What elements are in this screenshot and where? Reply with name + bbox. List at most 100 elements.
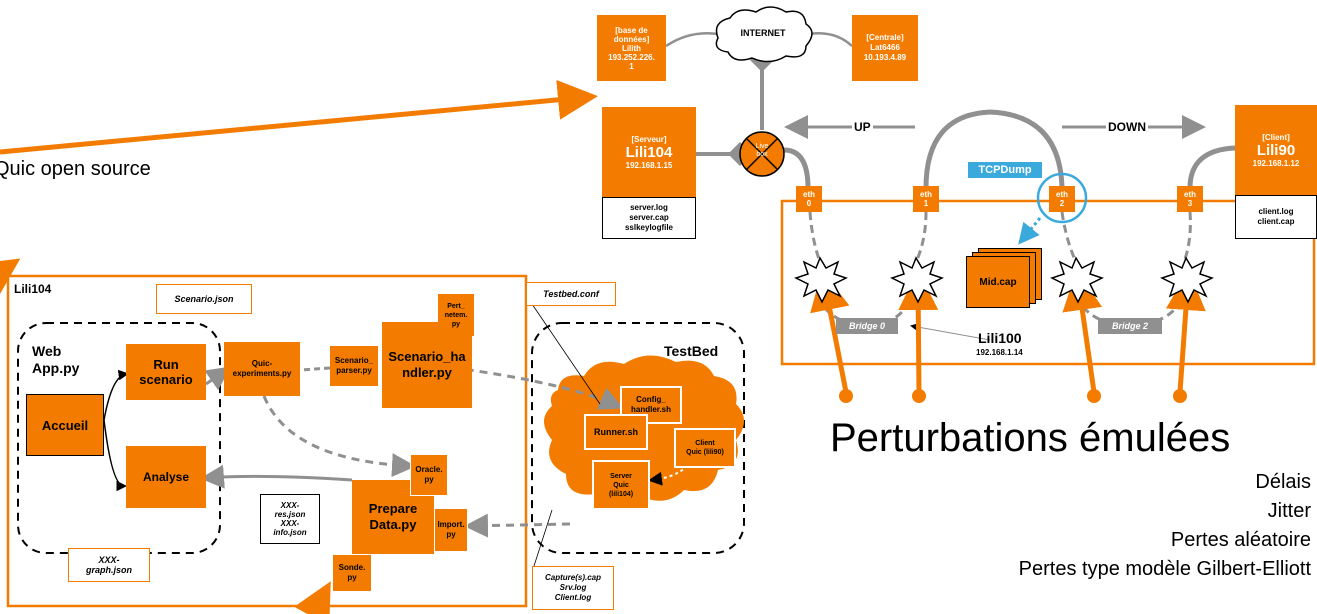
centrale-ip: 10.193.4.89 bbox=[863, 53, 907, 62]
server-files: server.log server.cap sslkeylogfile bbox=[602, 197, 696, 239]
run-line-2: scenario bbox=[139, 372, 193, 387]
client-ip: 192.168.1.12 bbox=[1252, 158, 1300, 168]
db-line-2: données] bbox=[613, 34, 650, 44]
xxxgraph-line-2: graph.json bbox=[85, 565, 132, 575]
perturbation-item: Pertes type modèle Gilbert-Elliott bbox=[1018, 558, 1311, 580]
eth0-num: 0 bbox=[806, 199, 812, 208]
handler-line-1: Scenario_ha bbox=[388, 349, 466, 364]
accueil-doc: Accueil bbox=[26, 394, 104, 456]
lili100-name: Lili100 bbox=[978, 330, 1022, 346]
webapp-label: Web App.py bbox=[32, 343, 79, 377]
livebox-label: Live box bbox=[748, 143, 776, 159]
xxxgraph-line-1: XXX- bbox=[98, 555, 120, 565]
analyse-doc: Analyse bbox=[126, 446, 206, 508]
prepare-line-1: Prepare bbox=[368, 501, 418, 516]
testbed-conf-note: Testbed.conf bbox=[526, 282, 616, 306]
eth3-label: eth bbox=[1184, 190, 1196, 199]
parser-line-2: parser.py bbox=[336, 366, 372, 375]
server-name: Lili104 bbox=[625, 143, 673, 161]
handler-line-2: ndler.py bbox=[402, 365, 452, 380]
perturbation-item: Pertes aléatoire bbox=[1170, 529, 1311, 551]
sonde-line-2: py bbox=[347, 573, 357, 582]
up-label: UP bbox=[852, 120, 873, 134]
client-files: client.log client.cap bbox=[1235, 195, 1317, 239]
eth2-label: eth bbox=[1056, 190, 1068, 199]
xxxres-line-2: res.json bbox=[274, 510, 306, 519]
webapp-line-2: App.py bbox=[32, 360, 80, 376]
testbed-title: TestBed bbox=[664, 343, 719, 359]
xxxres-line-1: XXX- bbox=[280, 501, 300, 510]
client-name: Lili90 bbox=[1256, 141, 1296, 159]
clientquic-line-1: Client bbox=[695, 440, 715, 447]
run-line-1: Run bbox=[153, 357, 179, 372]
prepare-line-2: Data.py bbox=[369, 517, 417, 532]
midcap-stack: Mid.cap bbox=[966, 248, 1046, 308]
oracle-doc: Oracle.py bbox=[410, 454, 448, 496]
db-line-3: Lilith bbox=[621, 43, 642, 53]
db-line-5: 1 bbox=[629, 61, 634, 71]
lili100-ip: 192.168.1.14 bbox=[976, 348, 1023, 357]
config-line-2: handler.sh bbox=[630, 405, 671, 414]
server-tag: [Serveur] bbox=[631, 134, 667, 144]
server-file-3: sslkeylogfile bbox=[624, 223, 674, 232]
server-file-1: server.log bbox=[630, 203, 668, 212]
sonde-line-1: Sonde. bbox=[338, 563, 366, 572]
capture-line-1: Capture(s).cap bbox=[544, 573, 601, 582]
db-line-4: 193.252.226. bbox=[608, 52, 655, 62]
eth3-num: 3 bbox=[1187, 199, 1193, 208]
capture-note: Capture(s).cap Srv.log Client.log bbox=[532, 566, 614, 610]
capture-line-2: Srv.log bbox=[559, 583, 587, 592]
eth0-label: eth bbox=[803, 190, 815, 199]
centrale-node: [Centrale] Lat6466 10.193.4.89 bbox=[852, 15, 918, 81]
clientquic-line-2: Quic (lili90) bbox=[686, 449, 724, 456]
bridge0-label: Bridge 0 bbox=[836, 318, 898, 334]
quic-open-source: Quic open source bbox=[0, 158, 151, 180]
quicexp-line-2: experiments.py bbox=[232, 369, 292, 378]
perturbation-list: Délais Jitter Pertes aléatoire Pertes ty… bbox=[1019, 468, 1311, 584]
perturbation-item: Jitter bbox=[1267, 500, 1311, 522]
import-line-1: Import. bbox=[437, 520, 465, 529]
eth2-num: 2 bbox=[1059, 199, 1065, 208]
server-node: [Serveur] Lili104 192.168.1.15 bbox=[602, 107, 696, 197]
client-file-1: client.log bbox=[1258, 207, 1294, 216]
client-file-2: client.cap bbox=[1257, 217, 1295, 226]
serverquic-line-3: (lili104) bbox=[608, 490, 634, 498]
client-node: [Client] Lili90 192.168.1.12 bbox=[1235, 105, 1317, 195]
centrale-tag: [Centrale] bbox=[866, 33, 904, 42]
xxxres-line-3: XXX- bbox=[280, 519, 300, 528]
webapp-line-1: Web bbox=[32, 343, 62, 359]
sonde-doc: Sonde.py bbox=[332, 554, 372, 592]
eth1-label: eth bbox=[920, 190, 932, 199]
server-ip: 192.168.1.15 bbox=[625, 160, 673, 170]
perturbation-item: Délais bbox=[1255, 471, 1311, 493]
oracle-line-1: Oracle. bbox=[415, 465, 443, 474]
midcap-file: Mid.cap bbox=[966, 256, 1030, 308]
livebox-line-1: Live bbox=[755, 143, 769, 150]
server-file-2: server.cap bbox=[629, 213, 669, 222]
perturbations-title: Perturbations émulées bbox=[830, 416, 1231, 460]
quic-experiments-doc: Quic-experiments.py bbox=[224, 342, 300, 396]
internet-label: INTERNET bbox=[740, 28, 786, 38]
parser-line-1: Scenario_ bbox=[334, 356, 374, 365]
import-line-2: py bbox=[446, 530, 456, 539]
bridge2-label: Bridge 2 bbox=[1098, 318, 1162, 334]
netem-line-1: Pert_ bbox=[447, 302, 465, 310]
netem-line-2: netem. bbox=[444, 311, 468, 319]
netem-line-3: py bbox=[451, 320, 461, 328]
centrale-name: Lat6466 bbox=[870, 43, 900, 52]
database-node: [base de données] Lilith 193.252.226. 1 bbox=[597, 15, 666, 81]
down-label: DOWN bbox=[1106, 120, 1148, 134]
xxx-graph-note: XXX- graph.json bbox=[68, 548, 150, 582]
oracle-line-2: py bbox=[424, 475, 434, 484]
scenario-json-note: Scenario.json bbox=[156, 284, 252, 314]
pert-netem-doc: Pert_netem.py bbox=[438, 294, 474, 336]
scenario-parser-doc: Scenario_parser.py bbox=[330, 346, 378, 386]
